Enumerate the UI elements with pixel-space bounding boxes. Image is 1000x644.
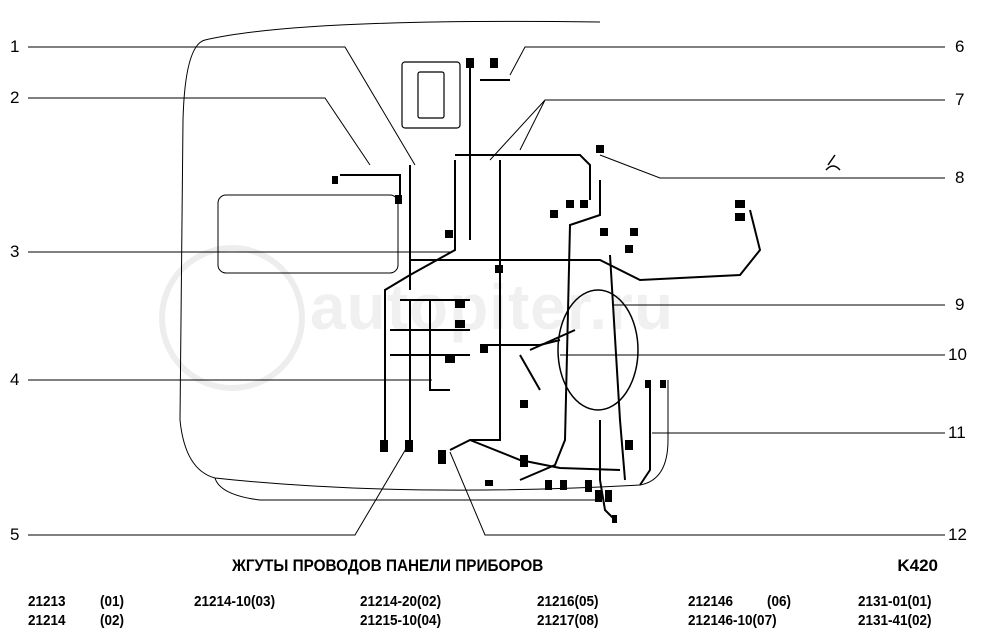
callout-10: 10 <box>948 345 967 364</box>
model-code: 21214-10(03) <box>194 593 276 610</box>
model-code: 21217(08) <box>537 612 599 629</box>
watermark-logo <box>159 245 305 391</box>
model-code: 21214-20(02) <box>360 593 442 610</box>
model-code: 212146 <box>688 593 734 610</box>
harness-loop <box>557 289 639 411</box>
callout-9: 9 <box>955 295 965 314</box>
cluster-outline <box>217 194 399 274</box>
model-code: 2131-01(01) <box>858 593 932 610</box>
model-variant: (01) <box>100 593 125 610</box>
model-variant: (02) <box>100 612 125 629</box>
callout-5: 5 <box>10 525 20 544</box>
callout-8: 8 <box>955 168 965 187</box>
harness-wires <box>340 60 762 521</box>
model-code: 21213 <box>28 593 66 610</box>
callout-1: 1 <box>10 37 20 56</box>
model-code: 21215-10(04) <box>360 612 442 629</box>
seatbelt-icon <box>825 154 841 171</box>
model-code: 21216(05) <box>537 593 599 610</box>
callout-11: 11 <box>948 423 966 442</box>
callout-4: 4 <box>10 370 20 389</box>
connectors <box>332 58 745 523</box>
model-code: 212146-10(07) <box>688 612 777 629</box>
callout-7: 7 <box>955 90 965 109</box>
bracket <box>401 61 461 129</box>
dashboard-outline <box>179 20 669 501</box>
diagram-title: ЖГУТЫ ПРОВОДОВ ПАНЕЛИ ПРИБОРОВ <box>232 556 544 575</box>
model-code: 2131-41(02) <box>858 612 932 629</box>
callout-12: 12 <box>948 525 967 544</box>
diagram-code: K420 <box>897 556 938 575</box>
model-variant: (06) <box>767 593 792 610</box>
callout-2: 2 <box>10 88 20 107</box>
callout-3: 3 <box>10 242 20 261</box>
callout-6: 6 <box>955 37 965 56</box>
model-code: 21214 <box>28 612 66 629</box>
leader-lines <box>28 46 945 536</box>
